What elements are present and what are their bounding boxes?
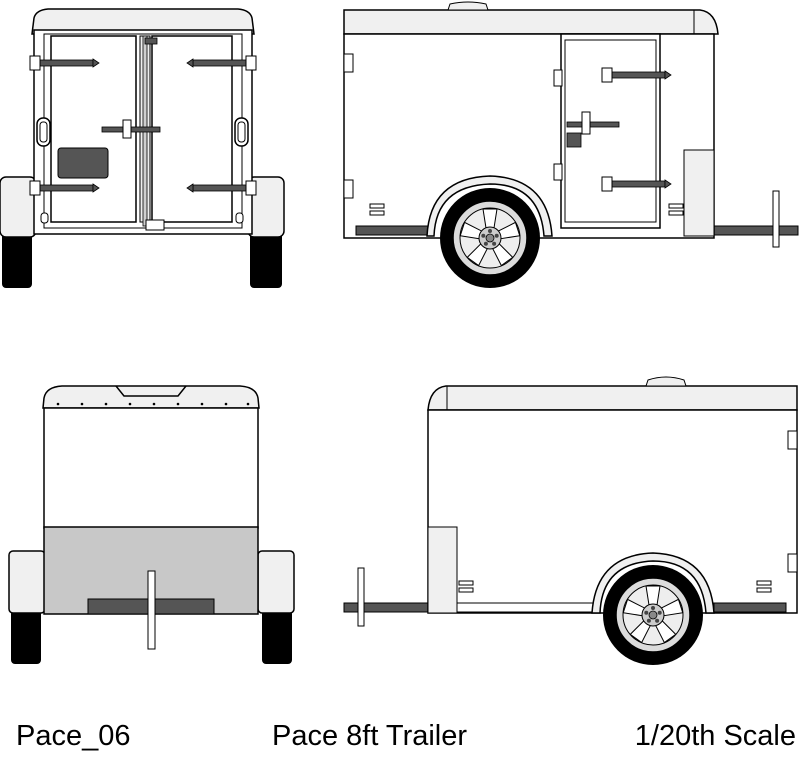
left-rear-hinge-icon <box>787 430 798 450</box>
left-wheel-icon <box>602 564 704 666</box>
left-front-panel <box>427 526 458 614</box>
right-side-door <box>564 39 657 223</box>
trailer-title-caption: Pace 8ft Trailer <box>272 720 468 752</box>
front-roof-vent <box>115 385 187 397</box>
front-jack-post <box>147 570 156 650</box>
left-side-view <box>343 376 798 666</box>
scale-caption: 1/20th Scale <box>634 720 796 752</box>
model-code-caption: Pace_06 <box>16 720 131 752</box>
right-roof-vent <box>447 1 489 11</box>
rear-license-plate <box>57 147 109 179</box>
right-tongue <box>713 225 799 236</box>
front-body <box>43 407 259 529</box>
left-fender <box>591 552 715 614</box>
front-right-fender <box>257 550 295 614</box>
left-side-rail <box>456 602 596 613</box>
right-side-view <box>343 1 799 289</box>
right-side-rail <box>355 225 429 236</box>
left-jack-post <box>357 567 365 627</box>
left-body <box>427 409 798 614</box>
left-roof-cap <box>427 385 798 411</box>
front-left-fender <box>8 550 46 614</box>
front-left-tire <box>11 610 41 664</box>
right-jack-post <box>772 190 780 248</box>
right-roof-cap <box>343 9 719 35</box>
left-tongue <box>343 602 431 613</box>
front-right-tire <box>262 610 292 664</box>
right-rear-hinge-icon <box>343 53 354 73</box>
left-roof-vent <box>645 376 687 387</box>
right-fender <box>426 175 553 237</box>
front-view <box>8 385 295 664</box>
rear-view <box>0 8 285 288</box>
front-roof-cap <box>42 385 260 409</box>
rear-roof-cap <box>31 8 255 35</box>
side-door-handle-icon <box>566 111 620 148</box>
front-rivets <box>56 402 250 406</box>
rear-door-handle-icon <box>101 119 161 139</box>
right-front-panel <box>683 149 715 237</box>
right-wheel-icon <box>439 187 541 289</box>
